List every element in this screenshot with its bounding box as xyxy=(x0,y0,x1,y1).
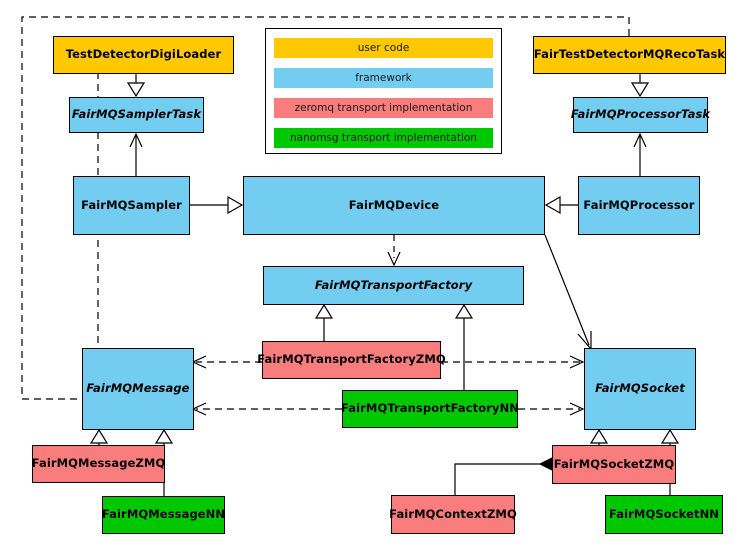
edge-tfzmq-generalization xyxy=(314,303,334,341)
edge-processor-to-processortask xyxy=(633,132,647,176)
edge-socketzmq-generalization xyxy=(589,428,609,445)
edge-tfzmq-to-socket xyxy=(441,355,585,369)
class-node-FairMQSocket[interactable]: FairMQSocket xyxy=(584,348,696,430)
class-node-FairMQMessageZMQ[interactable]: FairMQMessageZMQ xyxy=(32,445,165,483)
class-node-FairMQSampler[interactable]: FairMQSampler xyxy=(73,176,190,235)
class-node-FairMQSocketZMQ[interactable]: FairMQSocketZMQ xyxy=(552,445,676,484)
class-node-FairMQTransportFactoryZMQ[interactable]: FairMQTransportFactoryZMQ xyxy=(257,341,446,379)
edge-recotask-generalization xyxy=(630,74,650,98)
legend-item-nanomsg: nanomsg transport implementation xyxy=(274,128,493,148)
class-node-TestDetectorDigiLoader[interactable]: TestDetectorDigiLoader xyxy=(53,36,234,74)
class-node-FairMQContextZMQ[interactable]: FairMQContextZMQ xyxy=(389,495,517,534)
edge-tfnn-to-socket xyxy=(518,402,585,416)
edge-device-to-transportfactory xyxy=(387,235,401,267)
class-node-FairMQDevice[interactable]: FairMQDevice xyxy=(243,176,545,235)
edge-device-to-socket xyxy=(544,234,592,351)
edge-contextzmq-composition xyxy=(454,457,566,495)
edge-tfzmq-to-message xyxy=(191,355,262,369)
class-node-FairMQTransportFactoryNN[interactable]: FairMQTransportFactoryNN xyxy=(341,390,519,428)
class-node-FairTestDetectorMQRecoTask[interactable]: FairTestDetectorMQRecoTask xyxy=(533,36,726,74)
edge-digiloader-generalization xyxy=(126,74,146,98)
edge-messagezmq-generalization xyxy=(89,428,109,445)
edge-sampler-generalization xyxy=(190,195,244,215)
class-node-FairMQProcessorTask[interactable]: FairMQProcessorTask xyxy=(571,97,710,133)
edge-tfnn-generalization xyxy=(454,303,474,390)
legend-item-zeromq: zeromq transport implementation xyxy=(274,98,493,118)
class-node-FairMQProcessor[interactable]: FairMQProcessor xyxy=(578,176,700,235)
class-node-FairMQSocketNN[interactable]: FairMQSocketNN xyxy=(605,495,723,534)
edge-processor-generalization xyxy=(544,195,578,215)
class-node-FairMQMessage[interactable]: FairMQMessage xyxy=(82,348,194,430)
class-node-FairMQMessageNN[interactable]: FairMQMessageNN xyxy=(102,496,225,534)
legend-item-user_code: user code xyxy=(274,38,493,58)
edge-sampler-to-samplertask xyxy=(129,132,143,176)
edge-tfnn-to-message xyxy=(191,402,342,416)
class-node-FairMQTransportFactory[interactable]: FairMQTransportFactory xyxy=(263,266,524,305)
legend-item-framework: framework xyxy=(274,68,493,88)
class-node-FairMQSamplerTask[interactable]: FairMQSamplerTask xyxy=(69,97,204,133)
